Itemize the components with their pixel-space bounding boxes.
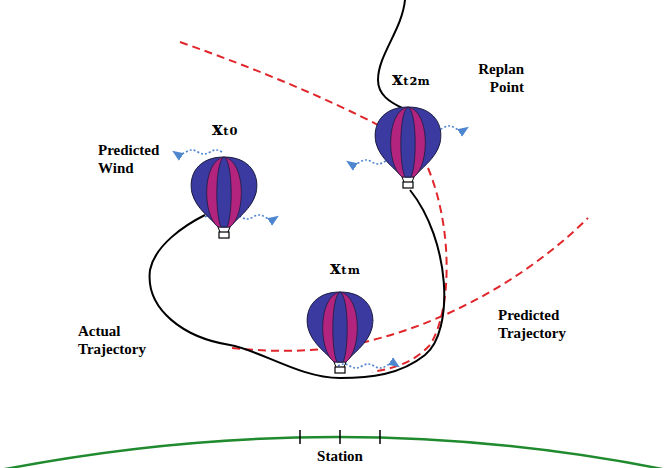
wind-label: Predicted Wind <box>98 141 170 177</box>
replan-label: Replan Point <box>452 60 524 96</box>
trajectory-label: Predicted Trajectory <box>498 306 590 342</box>
balloon <box>375 107 441 188</box>
balloon <box>191 157 257 238</box>
balloon <box>307 292 373 373</box>
position-label: xₜₘ <box>330 257 390 279</box>
trajectory-label: Actual Trajectory <box>78 322 170 358</box>
station-ticks <box>300 430 380 444</box>
station-label: Station <box>290 447 390 465</box>
earth-arc <box>0 437 667 468</box>
actual-trajectory <box>150 0 445 378</box>
position-label: xₜ₂ₘ <box>392 68 452 90</box>
position-label: xₜ₀ <box>212 118 272 140</box>
